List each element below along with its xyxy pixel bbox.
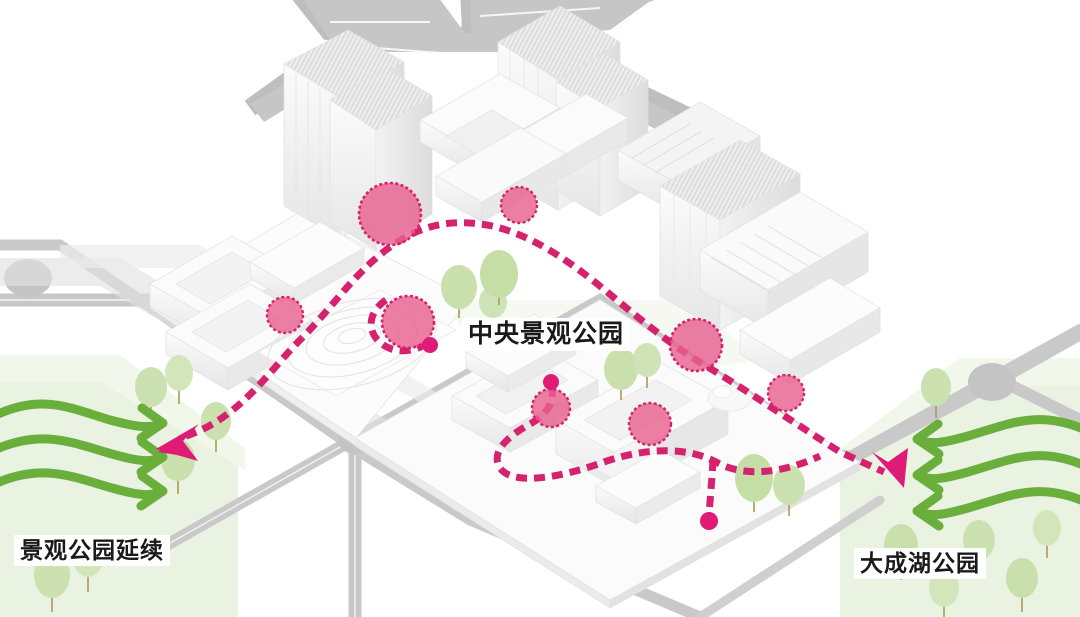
route-loop-central[interactable]: [367, 297, 431, 355]
node-activity: [499, 185, 539, 225]
green-arrow-east-1: [912, 415, 1080, 459]
green-arrow-west-2: [0, 434, 168, 477]
route-main-spine[interactable]: [184, 219, 886, 476]
node-activity: [766, 373, 806, 413]
route-terminal-dot: [543, 374, 559, 390]
route-terminals[interactable]: [422, 337, 718, 530]
green-arrow-west-1: [0, 399, 168, 443]
node-activity: [380, 294, 436, 350]
block-east-low: [739, 277, 881, 385]
route-terminal-dot: [422, 337, 438, 353]
node-activity: [357, 181, 423, 247]
green-arrow-east-2: [912, 451, 1080, 495]
node-activity: [668, 317, 724, 373]
label-central-park: 中央景观公园: [462, 318, 631, 351]
green-arrow-west-3: [0, 468, 168, 511]
label-park-continuation: 景观公园延续: [14, 535, 170, 566]
route-nodes[interactable]: [265, 181, 806, 447]
route-arrow-west: [156, 424, 199, 461]
node-activity: [265, 295, 305, 335]
label-lake-park: 大成湖公园: [854, 548, 986, 579]
route-branch-south[interactable]: [493, 384, 822, 517]
route-terminal-dot: [700, 512, 718, 530]
pavilion-east: [707, 384, 753, 412]
green-arrow-east-3: [912, 487, 1080, 531]
node-activity: [530, 387, 572, 429]
node-activity: [627, 401, 673, 447]
route-arrow-east: [872, 448, 908, 488]
block-west-courtyards: [149, 221, 365, 391]
